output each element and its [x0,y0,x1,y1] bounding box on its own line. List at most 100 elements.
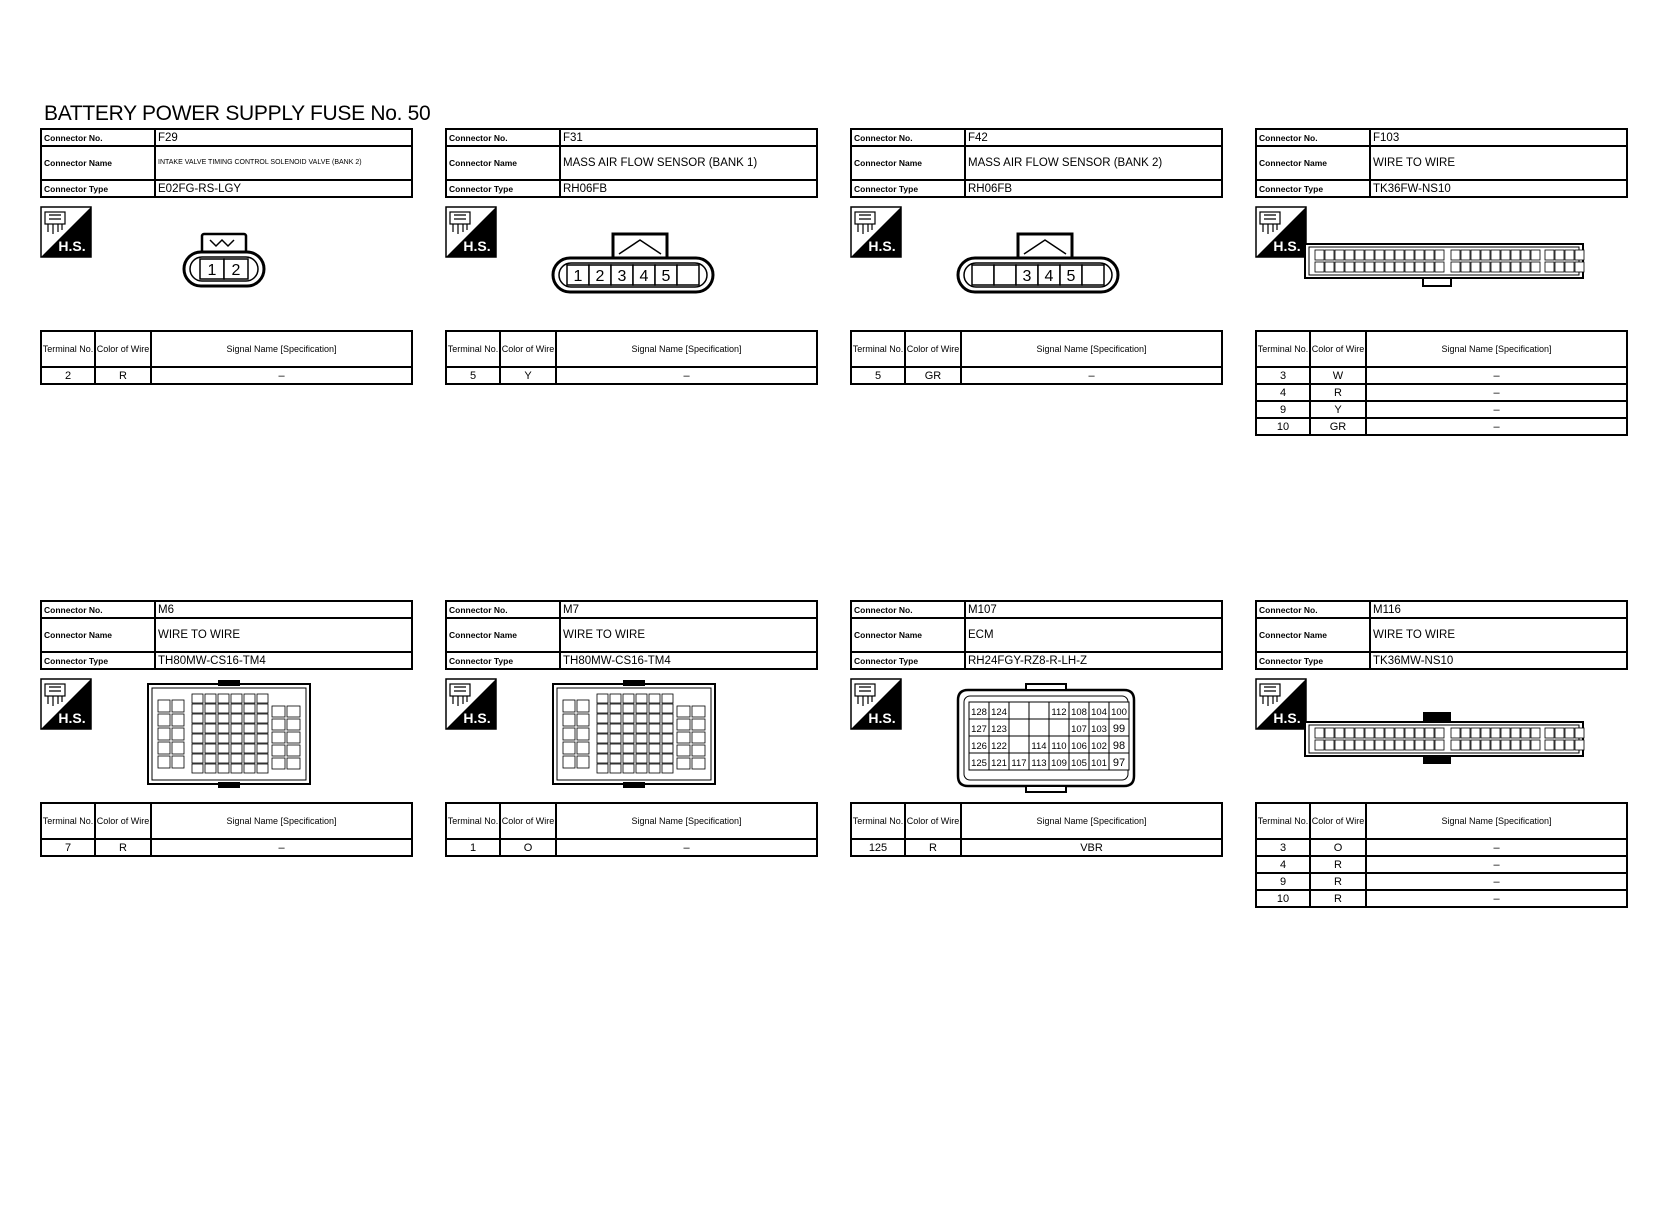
terminal-no: 3 [1255,366,1311,385]
connector-figure: H.S. [445,670,818,802]
color-of-wire-header: Color of Wire [499,330,557,368]
pin-cell [204,733,217,744]
pin-number: 104 [1091,707,1107,718]
pin-cell [256,733,269,744]
pin-cell [1564,249,1575,261]
pin-cell [661,713,674,724]
connector-type-label: Connector Type [40,179,156,198]
pin-cell [1574,249,1585,261]
pin-cell [596,753,609,764]
terminal-no-header: Terminal No. [850,330,906,368]
pin-cell [217,733,230,744]
pin-number: 5 [662,268,671,285]
pin-cell [1424,739,1435,751]
pin-cell [622,743,635,754]
pin-cell [661,743,674,754]
pin-cell [596,703,609,714]
pin-cell [1520,261,1531,273]
pin-cell [217,703,230,714]
pin-cell [217,713,230,724]
pin-cell [1374,727,1385,739]
wire-color: R [1309,889,1367,908]
pin-cell [230,763,243,774]
color-of-wire-header: Color of Wire [94,802,152,840]
pin-cell [1404,739,1415,751]
pin-number: 4 [640,268,649,285]
terminal-no: 4 [1255,383,1311,402]
wire-color: GR [904,366,962,385]
pin-cell [1460,261,1471,273]
pin-cell [1314,727,1325,739]
connector-figure: H.S. [40,670,413,802]
terminal-no: 5 [445,366,501,385]
pin-cell [1510,739,1521,751]
pin-cell [204,693,217,704]
hs-label: H.S. [58,710,85,726]
pin-cell [1520,739,1531,751]
pin-cell [661,693,674,704]
color-of-wire-header: Color of Wire [94,330,152,368]
pin-cell [1470,261,1481,273]
connector-no-value: F42 [964,128,1223,147]
signal-name: – [1365,838,1628,857]
pin-cell [1404,727,1415,739]
pin-cell [1460,249,1471,261]
pin-cell [1500,727,1511,739]
pin-cell [1450,249,1461,261]
pin-cell [562,755,576,769]
harness-side-icon: H.S. [40,678,92,730]
pin-cell [596,723,609,734]
pin-cell [622,693,635,704]
pin-cell [596,693,609,704]
pin-cell [562,713,576,727]
pin-cell [576,755,590,769]
terminal-no: 2 [40,366,96,385]
color-of-wire-header: Color of Wire [904,330,962,368]
pin-number: 100 [1111,707,1127,718]
pin-number: 101 [1091,758,1107,769]
terminal-no: 3 [1255,838,1311,857]
pin-cell [191,693,204,704]
pin-cell [1554,727,1565,739]
connector-type-label: Connector Type [40,651,156,670]
connector-no-label: Connector No. [1255,600,1371,619]
page-title: BATTERY POWER SUPPLY FUSE No. 50 [44,102,431,125]
connector-type-value: RH06FB [559,179,818,198]
pin-cell [676,731,691,744]
pin-cell [1544,727,1555,739]
pin-number: 105 [1071,758,1087,769]
signal-name-header: Signal Name [Specification] [960,330,1223,368]
pin-cell [576,699,590,713]
pin-cell [217,743,230,754]
pin-cell [256,753,269,764]
pin-cell [243,703,256,714]
connector-type-value: TH80MW-CS16-TM4 [154,651,413,670]
pin-cell [271,744,286,757]
pin-cell [271,718,286,731]
hs-label: H.S. [463,710,490,726]
pin-cell [622,753,635,764]
connector-name-value: WIRE TO WIRE [1369,617,1628,653]
harness-side-icon: H.S. [850,206,902,258]
pin-cell [1354,261,1365,273]
pin-number: 125 [971,758,987,769]
pin-cell [1048,718,1070,737]
pin-cell [217,693,230,704]
pin-cell [661,753,674,764]
signal-name: – [150,366,413,385]
wire-color: R [1309,855,1367,874]
pin-number: 1 [574,268,583,285]
pin-cell [1434,249,1445,261]
pin-cell [1574,739,1585,751]
pin-cell [1324,261,1335,273]
pin-cell [1530,261,1541,273]
pin-cell [243,753,256,764]
pin-cell [157,755,171,769]
